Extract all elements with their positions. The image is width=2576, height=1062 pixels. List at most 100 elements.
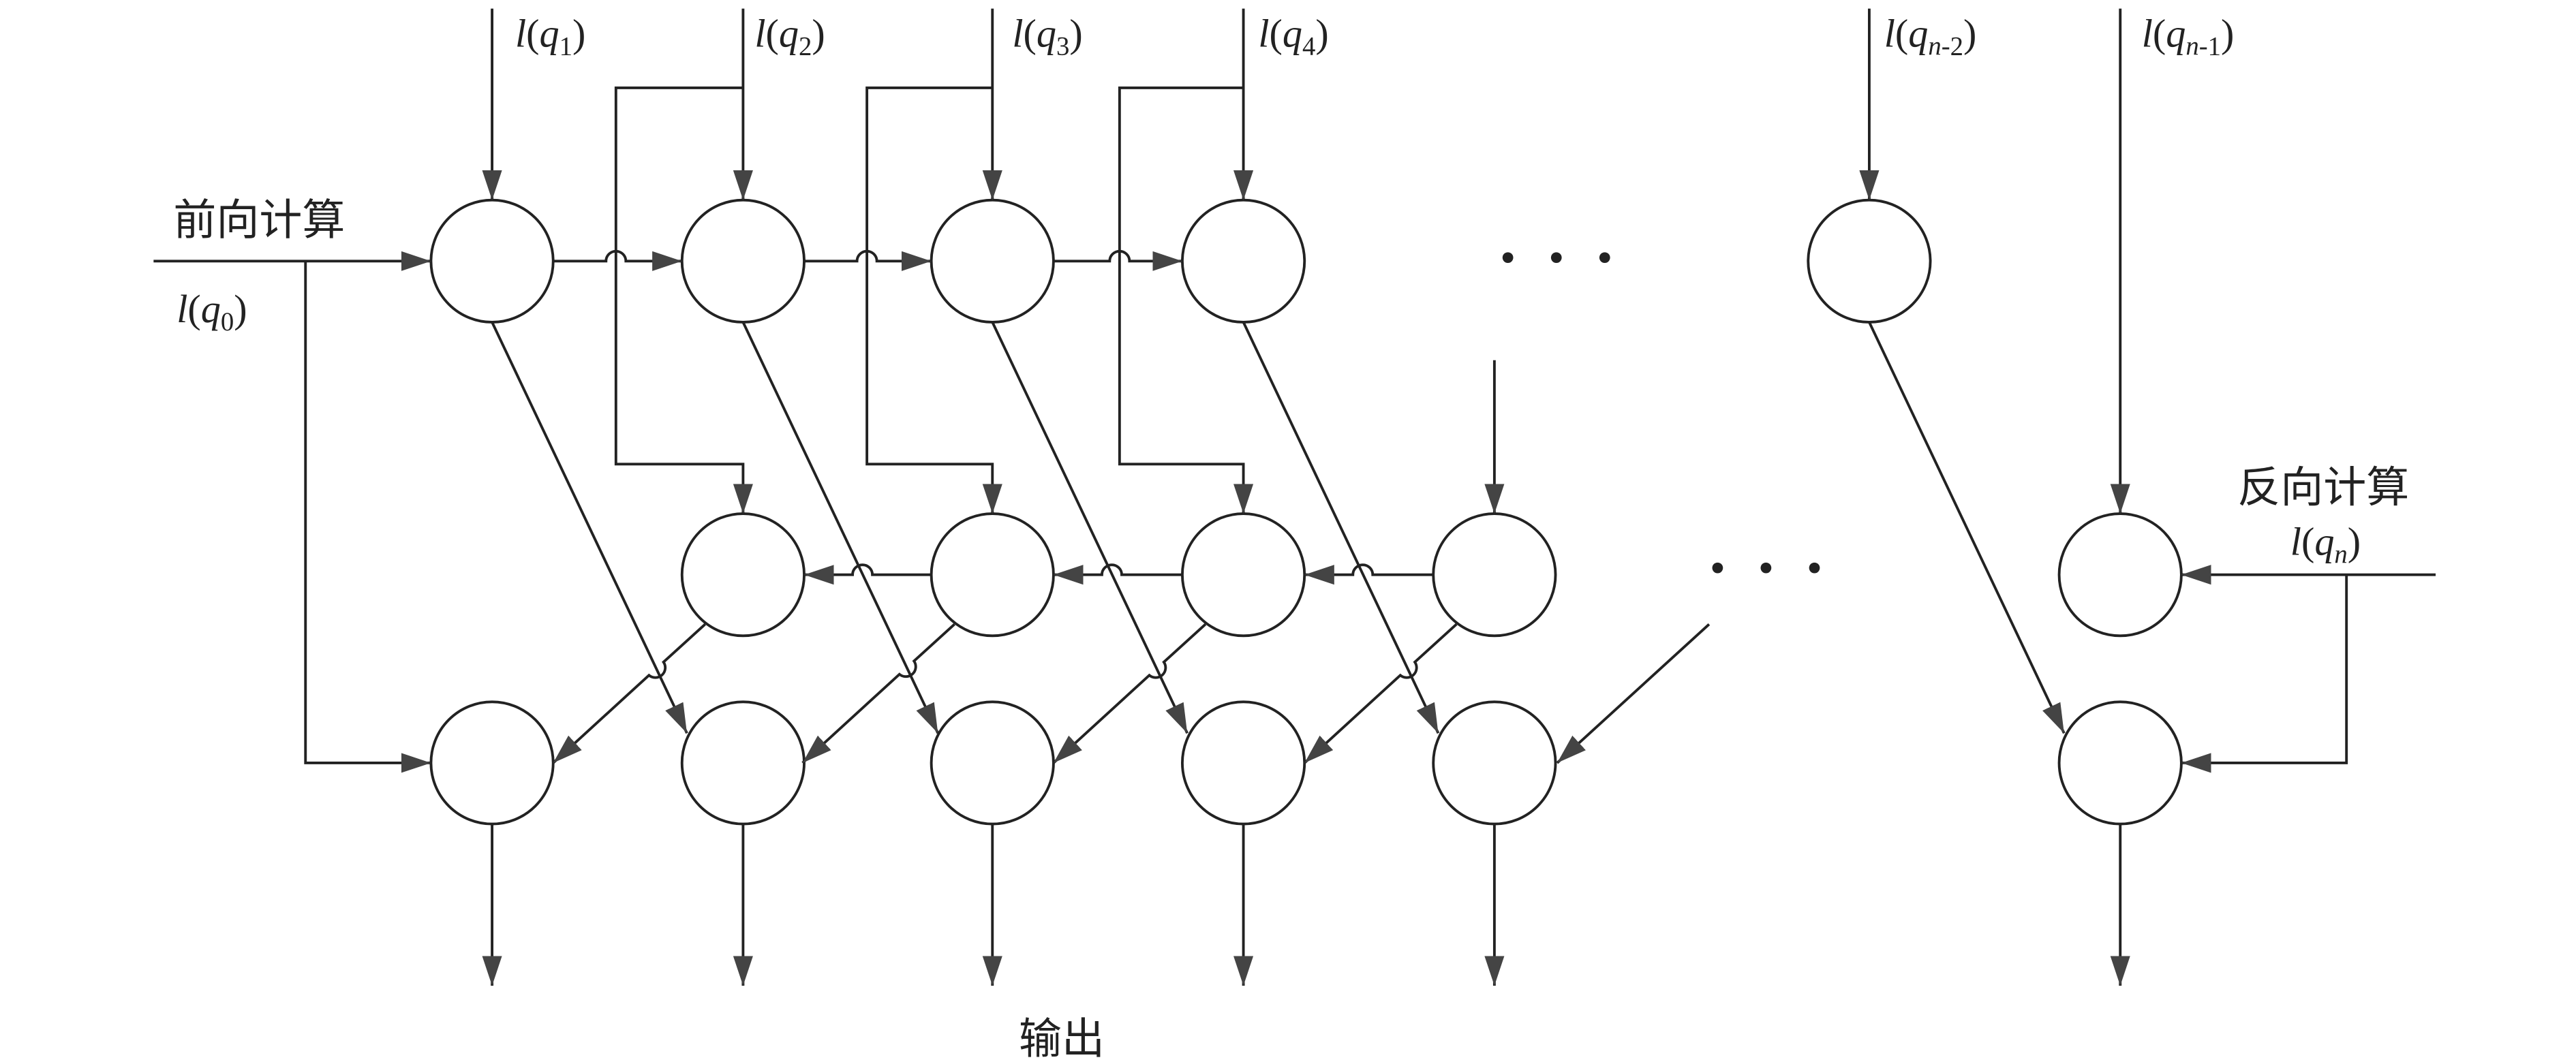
label-variable: q	[201, 287, 221, 331]
backward-node-5	[1432, 512, 1557, 638]
forward-output-link-n-2	[1868, 322, 2066, 734]
forward-start	[153, 251, 431, 773]
label-open-paren: (	[1024, 11, 1037, 55]
output-node-4	[1180, 700, 1306, 826]
forward-node-1	[429, 198, 555, 324]
backward-output-link-5	[1303, 623, 1458, 764]
label-subscript-variable: n	[2334, 540, 2347, 569]
label-close-paren: )	[2221, 11, 2234, 55]
label-variable: q	[779, 11, 799, 55]
label-subscript-variable: n	[2186, 31, 2198, 61]
backward-link-4-3	[1053, 563, 1182, 585]
label-open-paren: (	[1895, 11, 1908, 55]
label-variable: q	[1908, 11, 1928, 55]
backward-start	[2181, 565, 2436, 773]
forward-label: 前向计算	[173, 196, 345, 245]
label-close-paren: )	[572, 11, 585, 55]
input-label-q2: l(q2)	[754, 11, 825, 61]
backward-output-link-3	[801, 623, 955, 764]
label-close-paren: )	[2348, 520, 2361, 564]
label-function: l	[754, 11, 765, 55]
backward-output-link-6	[1556, 623, 1711, 764]
label-subscript: 2	[799, 31, 812, 61]
forward-link-2-3	[804, 249, 932, 271]
backward-input-label-qn: l(qn)	[2290, 520, 2361, 569]
backward-node-4	[1180, 512, 1306, 638]
label-variable: q	[1283, 11, 1302, 55]
label-function: l	[1012, 11, 1023, 55]
label-open-paren: (	[526, 11, 539, 55]
forward-input-label-q0: l(q0)	[177, 287, 247, 337]
backward-connections	[804, 563, 1434, 585]
forward-link-3-4	[1053, 249, 1182, 271]
label-close-paren: )	[1963, 11, 1976, 55]
label-function: l	[177, 287, 187, 331]
label-function: l	[2290, 520, 2301, 564]
label-function: l	[1258, 11, 1269, 55]
forward-node-2	[680, 198, 806, 324]
forward-to-output-links	[491, 322, 2066, 734]
label-open-paren: (	[1270, 11, 1283, 55]
forward-input-branch	[304, 261, 431, 773]
backward-output-link-4	[1052, 623, 1207, 764]
output-node-5	[1432, 700, 1557, 826]
backward-link-5-4	[1304, 563, 1434, 585]
backward-label: 反向计算	[2237, 463, 2409, 512]
forward-output-link-1	[491, 322, 688, 734]
input-label-qn-2: l(qn-2)	[1884, 11, 1977, 61]
backward-link-3-2	[804, 563, 932, 585]
backward-ellipsis: · · ·	[1706, 531, 1830, 604]
backward-node-2	[680, 512, 806, 638]
forward-node-n-2	[1807, 198, 1932, 324]
input-branch-q2	[614, 86, 753, 514]
label-subscript: -2	[1942, 31, 1963, 61]
forward-output-link-4	[1242, 322, 1440, 734]
backward-node-3	[930, 512, 1055, 638]
label-function: l	[1884, 11, 1895, 55]
label-variable: q	[540, 11, 559, 55]
output-node-2	[680, 700, 806, 826]
input-branch-q4	[1118, 86, 1254, 514]
output-node-n	[2057, 700, 2183, 826]
label-close-paren: )	[1069, 11, 1082, 55]
forward-link-1-2	[553, 249, 682, 271]
label-open-paren: (	[2301, 520, 2314, 564]
input-label-q1: l(q1)	[515, 11, 585, 61]
label-subscript: 3	[1056, 31, 1069, 61]
label-subscript-variable: n	[1928, 31, 1941, 61]
label-subscript: -1	[2199, 31, 2221, 61]
forward-ellipsis: · · ·	[1497, 221, 1621, 294]
output-node-1	[429, 700, 555, 826]
input-arrows	[482, 8, 2130, 514]
label-open-paren: (	[187, 287, 200, 331]
input-label-q3: l(q3)	[1012, 11, 1082, 61]
backward-node-n	[2057, 512, 2183, 638]
label-variable: q	[2314, 520, 2334, 564]
label-variable: q	[2166, 11, 2186, 55]
label-close-paren: )	[812, 11, 825, 55]
label-subscript: 1	[559, 31, 572, 61]
backward-to-output-links	[552, 623, 1711, 764]
label-subscript: 0	[221, 307, 234, 337]
output-node-3	[930, 700, 1055, 826]
label-open-paren: (	[2153, 11, 2166, 55]
label-close-paren: )	[234, 287, 247, 331]
forward-output-link-2	[741, 322, 940, 734]
input-label-qn-1: l(qn-1)	[2142, 11, 2235, 61]
backward-output-link-2	[552, 623, 706, 764]
output-arrows	[482, 824, 2130, 986]
forward-node-4	[1180, 198, 1306, 324]
input-branch-q3	[865, 86, 1002, 514]
backward-input-branch	[2181, 574, 2348, 773]
label-variable: q	[1037, 11, 1056, 55]
label-function: l	[515, 11, 526, 55]
output-label: 输出	[1019, 1014, 1105, 1062]
forward-nodes	[429, 198, 1932, 324]
label-function: l	[2142, 11, 2153, 55]
forward-node-3	[930, 198, 1055, 324]
input-label-q4: l(q4)	[1258, 11, 1328, 61]
label-subscript: 4	[1302, 31, 1315, 61]
label-close-paren: )	[1315, 11, 1328, 55]
label-open-paren: (	[766, 11, 779, 55]
